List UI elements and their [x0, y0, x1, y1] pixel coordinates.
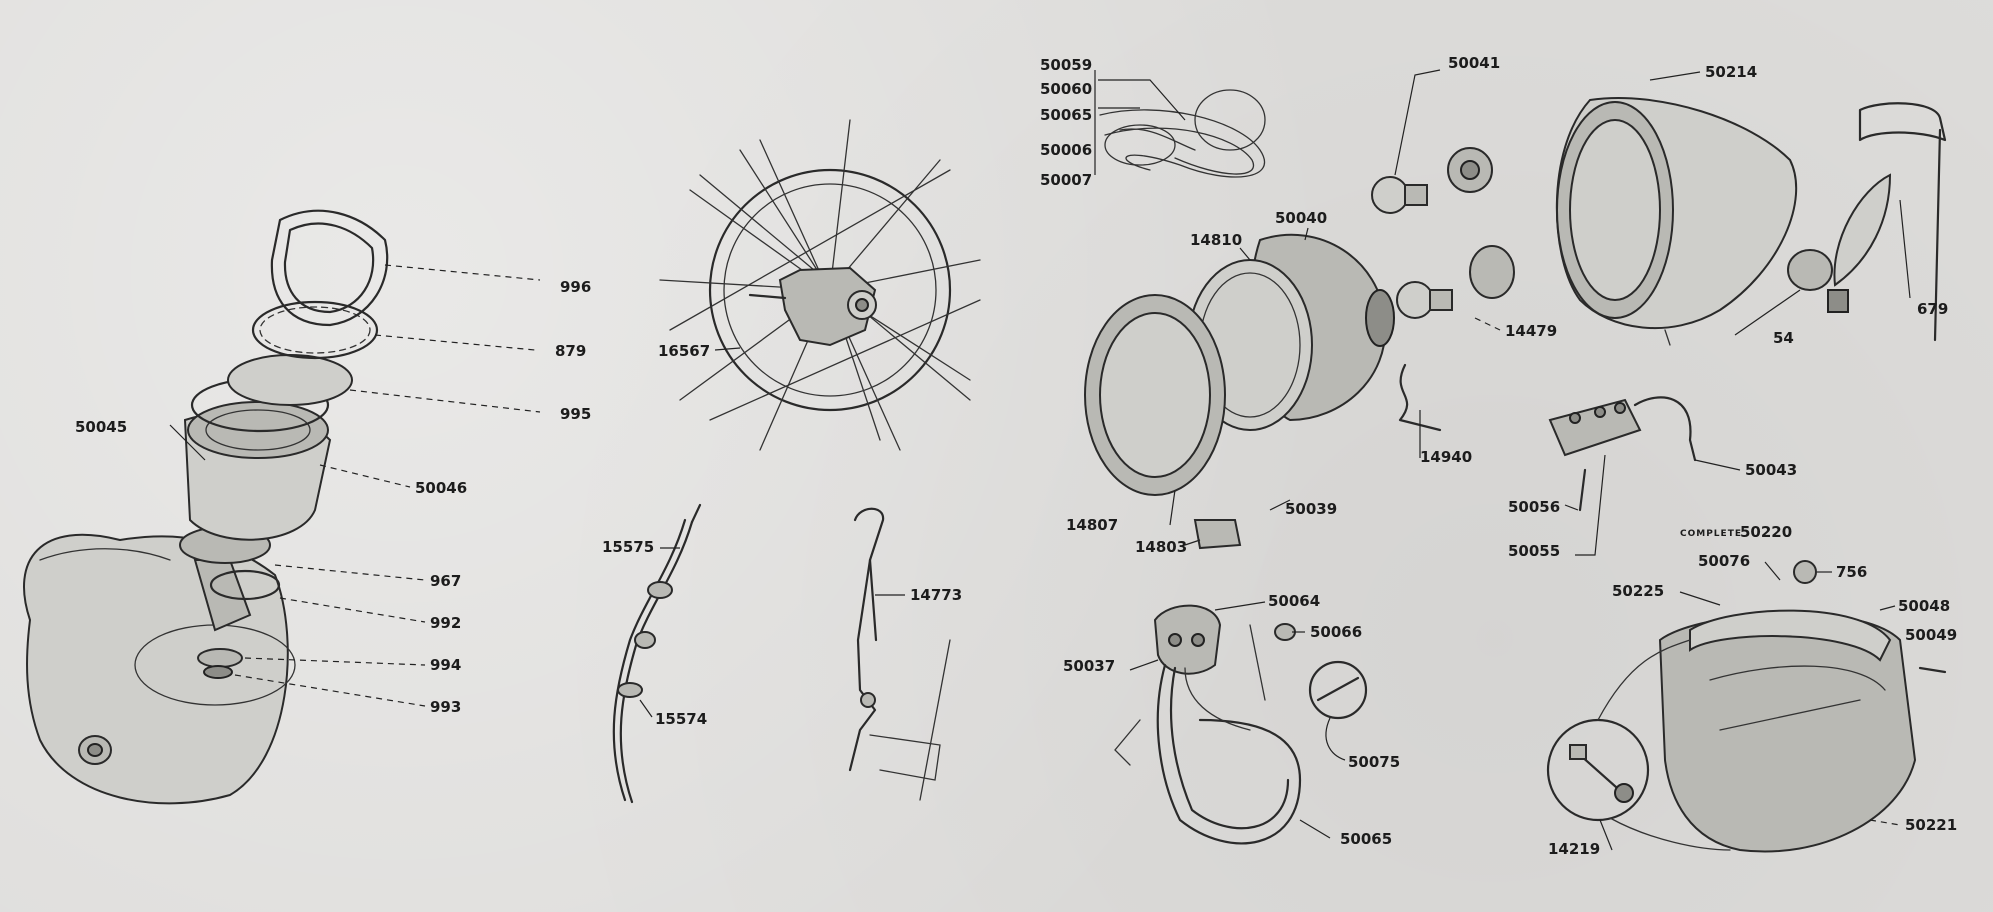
- label-14940: 14940: [1420, 448, 1472, 466]
- bracket-679: [1833, 173, 1892, 287]
- label-992: 992: [430, 614, 461, 632]
- brake-drum-plate: [708, 168, 952, 412]
- control-cable: [612, 503, 702, 804]
- terminal-block-assembly: [1548, 396, 1697, 512]
- gasket-879: [251, 300, 379, 360]
- fuel-tank-assembly: [23, 209, 389, 805]
- label-995: 995: [560, 405, 591, 423]
- cap-756: [1793, 560, 1817, 584]
- label-complete: COMPLETE: [1680, 529, 1742, 539]
- clip-14803: [1193, 519, 1242, 550]
- wire-50043: [1633, 396, 1697, 462]
- battery-box-assembly: [1546, 560, 1947, 853]
- label-50037: 50037: [1063, 657, 1115, 675]
- label-50039: 50039: [1285, 500, 1337, 518]
- label-50049: 50049: [1905, 626, 1957, 644]
- label-50214: 50214: [1705, 63, 1757, 81]
- label-54: 54: [1773, 329, 1794, 347]
- label-50006: 50006: [1040, 141, 1092, 159]
- label-14773: 14773: [910, 586, 962, 604]
- label-15575: 15575: [602, 538, 654, 556]
- bezel-996: [270, 209, 389, 327]
- label-50056: 50056: [1508, 498, 1560, 516]
- label-16567: 16567: [658, 342, 710, 360]
- label-50075: 50075: [1348, 753, 1400, 771]
- bulb-14479: [1396, 281, 1434, 319]
- label-14479: 14479: [1505, 322, 1557, 340]
- label-993: 993: [430, 698, 461, 716]
- fuel-tank: [23, 533, 289, 805]
- wheel-hub-assembly: [659, 119, 981, 451]
- label-14803: 14803: [1135, 538, 1187, 556]
- label-50059: 50059: [1040, 56, 1092, 74]
- bulb-holder-14479: [1469, 245, 1515, 299]
- fork-head-tube: [1858, 102, 1947, 142]
- spring-14940: [1398, 363, 1442, 432]
- cable-end-15575: [690, 503, 702, 524]
- label-996: 996: [560, 278, 591, 296]
- label-679: 679: [1917, 300, 1948, 318]
- bulb-set-14479: [1396, 245, 1515, 319]
- label-50040: 50040: [1275, 209, 1327, 227]
- bulb-set-50041: [1371, 147, 1493, 214]
- bolt-50075: [1308, 660, 1368, 720]
- label-15574: 15574: [655, 710, 707, 728]
- headlamp-shell-assembly: [1555, 97, 1947, 346]
- filler-washer-994: [197, 648, 243, 668]
- headlamp-rim-set: [1084, 233, 1442, 550]
- cable-15574: [612, 518, 687, 802]
- bulb-50041: [1371, 176, 1409, 214]
- filler-plug-993: [203, 665, 233, 679]
- label-14219: 14219: [1548, 840, 1600, 858]
- ring-992: [209, 569, 281, 601]
- label-14810: 14810: [1190, 231, 1242, 249]
- bolt-54: [1787, 249, 1833, 291]
- label-50221: 50221: [1905, 816, 1957, 834]
- leaders-left: [169, 264, 541, 707]
- label-50220: 50220: [1740, 523, 1792, 541]
- label-50064: 50064: [1268, 592, 1320, 610]
- label-50225: 50225: [1612, 582, 1664, 600]
- label-50048: 50048: [1898, 597, 1950, 615]
- label-756: 756: [1836, 563, 1867, 581]
- hub-casting: [778, 266, 877, 347]
- label-50076: 50076: [1698, 552, 1750, 570]
- label-50060: 50060: [1040, 80, 1092, 98]
- label-50043: 50043: [1745, 461, 1797, 479]
- label-50045: 50045: [75, 418, 127, 436]
- label-50041: 50041: [1448, 54, 1500, 72]
- label-967: 967: [430, 572, 461, 590]
- screw-50049: [1918, 666, 1947, 674]
- label-50007: 50007: [1040, 171, 1092, 189]
- label-50065-bottom: 50065: [1340, 830, 1392, 848]
- label-994: 994: [430, 656, 461, 674]
- terminal-block-50055: [1548, 398, 1642, 457]
- lens-995: [227, 354, 353, 406]
- screw-50056: [1578, 468, 1587, 512]
- label-50065-top: 50065: [1040, 106, 1092, 124]
- label-50066: 50066: [1310, 623, 1362, 641]
- switch-wiring-assembly: [1114, 604, 1368, 845]
- switch-50064: [1153, 604, 1222, 675]
- stand-14773: [848, 507, 951, 801]
- label-879: 879: [555, 342, 586, 360]
- label-50046: 50046: [415, 479, 467, 497]
- label-14807: 14807: [1066, 516, 1118, 534]
- wiring-harness-top: [1099, 89, 1266, 178]
- label-50055: 50055: [1508, 542, 1560, 560]
